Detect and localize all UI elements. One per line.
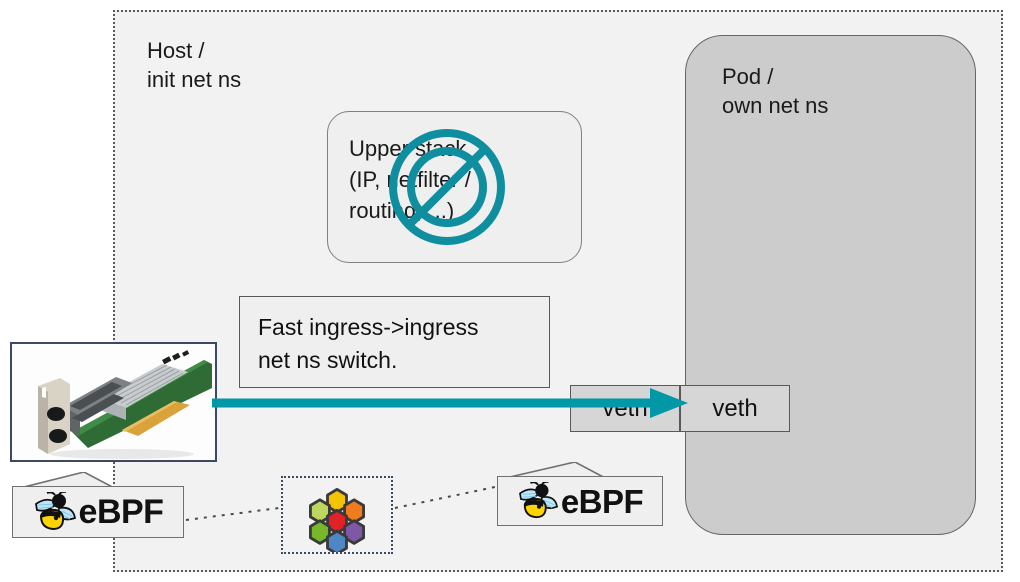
ebpf-wordmark-veth: eBPF xyxy=(560,482,644,520)
cilium-logo-box xyxy=(281,476,393,554)
ebpf-wordmark-nic: eBPF xyxy=(78,493,164,531)
bee-icon xyxy=(34,492,76,531)
ebpf-logo-veth: eBPF xyxy=(497,476,663,526)
teal-arrow-icon xyxy=(212,388,688,418)
cilium-hexagon-logo xyxy=(309,487,365,552)
ebpf-logo-nic: eBPF xyxy=(12,486,184,538)
fast-ingress-note-box: Fast ingress->ingress net ns switch. xyxy=(239,296,550,388)
pod-box-label: Pod / own net ns xyxy=(722,64,829,119)
pod-own-net-ns-box xyxy=(685,35,976,535)
network-interface-card-photo xyxy=(12,344,215,460)
ebpf-callout-veth: eBPF xyxy=(497,462,663,526)
callout-tail-icon xyxy=(12,472,119,490)
veth-pod-box[interactable]: veth xyxy=(680,385,790,432)
callout-tail-icon xyxy=(497,462,610,480)
fast-ingress-note-label: Fast ingress->ingress net ns switch. xyxy=(258,314,479,374)
host-region-label: Host / init net ns xyxy=(147,38,242,93)
veth-pod-label: veth xyxy=(712,394,758,422)
bee-icon xyxy=(518,482,558,519)
ebpf-callout-nic: eBPF xyxy=(12,472,184,538)
network-interface-card-box xyxy=(10,342,217,462)
